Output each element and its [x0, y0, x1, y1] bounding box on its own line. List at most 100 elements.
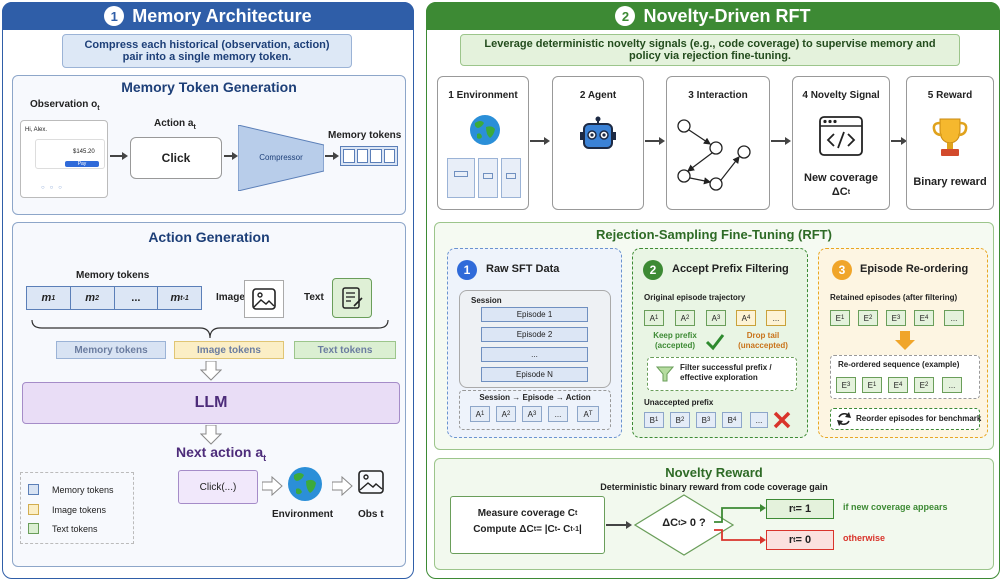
orig-trajectory-label: Original episode trajectory	[644, 293, 746, 302]
novelty-reward-subtitle: Deterministic binary reward from code co…	[600, 482, 828, 492]
text-icon	[332, 278, 372, 318]
globe-icon	[288, 467, 322, 501]
arrow-head	[626, 521, 632, 529]
episode-box: Episode 2	[481, 327, 588, 342]
hollow-down-arrow	[200, 425, 222, 445]
episode-box: Episode N	[481, 367, 588, 382]
filter-box	[647, 357, 797, 391]
accept-prefix-title: Accept Prefix Filtering	[672, 263, 789, 275]
step-label: 4 Novelty Signal	[802, 90, 880, 101]
phone-card	[35, 139, 105, 169]
arrow-head	[785, 137, 791, 145]
flow-arrow	[645, 140, 661, 142]
window-icon	[447, 158, 475, 198]
step-label: 5 Reward	[927, 90, 973, 101]
memory-intro-box: Compress each historical (observation, a…	[62, 34, 352, 68]
merge-brace	[31, 319, 389, 339]
drop-tail-label: Drop tail (unaccepted)	[738, 331, 788, 350]
band-memory-tokens: Memory tokens	[56, 341, 166, 359]
observation-image-icon	[358, 470, 384, 494]
compressor-label: Compressor	[259, 152, 303, 162]
memory-tokens-label: Memory tokens	[328, 130, 402, 141]
reorder-text: Reorder episodes for benchmark	[856, 414, 982, 423]
check-icon	[705, 334, 725, 351]
environment-label: Environment	[272, 509, 334, 520]
legend-box	[20, 472, 134, 544]
phone-pay-button: Pay	[65, 161, 99, 167]
raw-sft-title: Raw SFT Data	[486, 263, 560, 275]
next-action-label: Next action at	[176, 444, 267, 463]
legend-label-memory: Memory tokens	[52, 485, 114, 495]
llm-box: LLM	[22, 382, 400, 424]
filter-text: Filter successful prefix / effective exp…	[680, 363, 772, 382]
b-token: ...	[750, 412, 768, 428]
novelty-rft-header: 2 Novelty-Driven RFT	[426, 2, 1000, 30]
globe-icon	[470, 115, 500, 145]
click-action-box: Click	[130, 137, 222, 179]
memory-architecture-header: 1 Memory Architecture	[2, 2, 414, 30]
rft-intro-box: Leverage deterministic novelty signals (…	[460, 34, 960, 66]
episode-reordering-title: Episode Re-ordering	[860, 263, 969, 275]
phone-dots: ○ ○ ○	[41, 185, 62, 191]
phone-greeting: Hi, Alex.	[25, 127, 48, 133]
step-number-badge: 1	[104, 6, 125, 26]
legend-swatch-text	[28, 523, 39, 534]
panel-title: Memory Architecture	[132, 5, 312, 26]
reordered-label: Re-ordered sequence (example)	[838, 360, 960, 369]
mtg-title: Memory Token Generation	[121, 79, 297, 95]
action-token: ...	[766, 310, 786, 326]
memory-intro-text: Compress each historical (observation, a…	[84, 39, 330, 63]
window-icon	[501, 158, 521, 198]
panel-title: Novelty-Driven RFT	[643, 5, 811, 26]
token-ellipsis: ...	[114, 287, 159, 309]
hollow-right-arrow	[262, 476, 283, 496]
arrow-obs-to-click	[110, 155, 124, 157]
episode-token: ...	[944, 310, 964, 326]
flow-arrow	[606, 524, 628, 526]
flow-arrow	[530, 140, 546, 142]
keep-prefix-label: Keep prefix (accepted)	[653, 331, 697, 350]
arrow-head	[659, 137, 665, 145]
step-number-badge: 2	[643, 260, 663, 280]
graph-icon	[677, 119, 751, 191]
robot-icon	[580, 116, 616, 149]
band-image-tokens: Image tokens	[174, 341, 284, 359]
accept-prefix-panel	[632, 248, 808, 438]
band-text-tokens: Text tokens	[294, 341, 396, 359]
new-coverage-label: New coverage	[804, 172, 878, 184]
down-arrow-icon	[895, 331, 915, 350]
arrow-head	[544, 137, 550, 145]
retained-label: Retained episodes (after filtering)	[830, 293, 958, 302]
rft-title: Rejection-Sampling Fine-Tuning (RFT)	[596, 226, 832, 242]
arrow-head	[122, 152, 128, 160]
ag-memory-tokens-label: Memory tokens	[76, 270, 150, 281]
if-new-coverage-text: if new coverage appears	[843, 502, 948, 512]
otherwise-text: otherwise	[843, 533, 886, 543]
code-window-icon	[819, 116, 863, 156]
decision-diamond	[634, 494, 734, 556]
arrow-head	[333, 152, 339, 160]
